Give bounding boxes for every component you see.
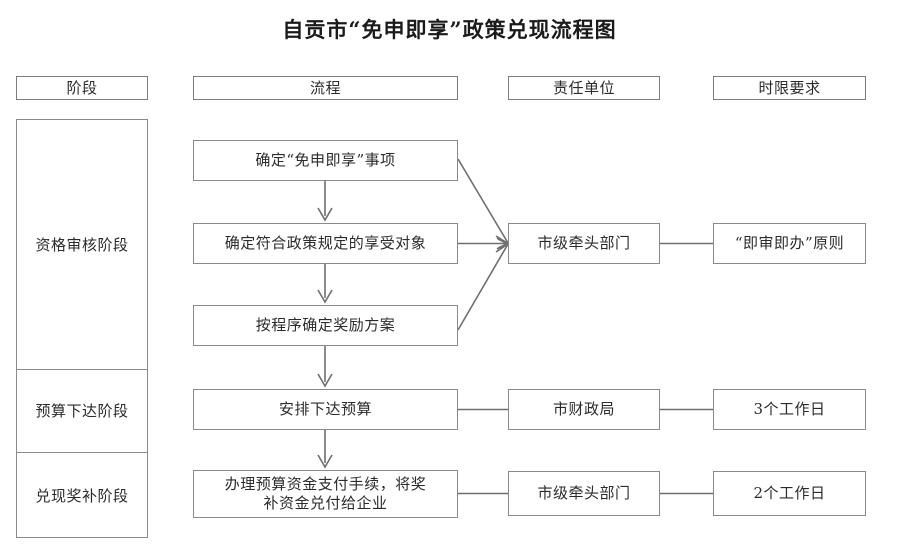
responsible-unit-box-city-lead-dept-1[interactable]: 市级牵头部门 bbox=[508, 223, 660, 264]
converge-p3-to-r1 bbox=[457, 238, 510, 331]
stage-label-budget: 预算下达阶段 bbox=[35, 402, 129, 420]
responsible-unit-label-city-lead-dept-1: 市级牵头部门 bbox=[537, 234, 631, 253]
responsible-unit-box-city-lead-dept-2[interactable]: 市级牵头部门 bbox=[508, 471, 660, 516]
converge-p1-to-r1 bbox=[457, 158, 510, 249]
process-box-identify-recipients-label: 确定符合政策规定的享受对象 bbox=[224, 234, 427, 253]
column-header-time-requirement: 时限要求 bbox=[713, 76, 866, 100]
time-requirement-label-3-days: 3个工作日 bbox=[753, 400, 826, 419]
stage-cell-payout: 兑现奖补阶段 bbox=[17, 452, 147, 539]
arrow-p1-to-p2 bbox=[317, 181, 333, 222]
process-box-disburse-funds-line1: 办理预算资金支付手续，将奖 bbox=[224, 475, 427, 494]
process-box-disburse-funds-line2: 补资金兑付给企业 bbox=[263, 494, 388, 512]
time-requirement-box-2-days[interactable]: 2个工作日 bbox=[713, 471, 866, 516]
time-requirement-label-immediate-principle: “即审即办”原则 bbox=[734, 234, 845, 253]
stage-divider-1 bbox=[17, 369, 147, 370]
process-box-award-plan-label: 按程序确定奖励方案 bbox=[255, 316, 396, 335]
responsible-unit-box-finance-bureau[interactable]: 市财政局 bbox=[508, 389, 660, 430]
process-box-arrange-budget-label: 安排下达预算 bbox=[278, 400, 372, 419]
process-box-identify-items-label: 确定“免申即享”事项 bbox=[255, 151, 396, 170]
stage-label-payout: 兑现奖补阶段 bbox=[35, 487, 129, 505]
process-box-arrange-budget[interactable]: 安排下达预算 bbox=[193, 389, 458, 430]
stage-column: 资格审核阶段 预算下达阶段 兑现奖补阶段 bbox=[16, 119, 148, 538]
stage-cell-qualification: 资格审核阶段 bbox=[17, 120, 147, 369]
time-requirement-label-2-days: 2个工作日 bbox=[753, 484, 826, 503]
converge-p2-to-r1 bbox=[458, 237, 510, 250]
column-header-process-label: 流程 bbox=[309, 78, 341, 97]
responsible-unit-label-city-lead-dept-2: 市级牵头部门 bbox=[537, 484, 631, 503]
column-header-responsible-unit-label: 责任单位 bbox=[552, 78, 615, 97]
column-header-stage-label: 阶段 bbox=[66, 78, 98, 97]
process-box-identify-items[interactable]: 确定“免申即享”事项 bbox=[193, 140, 458, 181]
process-box-award-plan[interactable]: 按程序确定奖励方案 bbox=[193, 305, 458, 346]
arrow-p3-to-p4 bbox=[317, 346, 333, 388]
time-requirement-box-immediate-principle[interactable]: “即审即办”原则 bbox=[713, 223, 866, 264]
process-box-identify-recipients[interactable]: 确定符合政策规定的享受对象 bbox=[193, 223, 458, 264]
column-header-process: 流程 bbox=[193, 76, 458, 100]
arrow-p2-to-p3 bbox=[317, 264, 333, 304]
stage-divider-2 bbox=[17, 452, 147, 453]
page-title: 自贡市“免申即享”政策兑现流程图 bbox=[282, 17, 617, 42]
time-requirement-box-3-days[interactable]: 3个工作日 bbox=[713, 389, 866, 430]
stage-cell-budget: 预算下达阶段 bbox=[17, 369, 147, 452]
stage-label-qualification: 资格审核阶段 bbox=[35, 236, 129, 254]
column-header-stage: 阶段 bbox=[16, 76, 148, 100]
responsible-unit-label-finance-bureau: 市财政局 bbox=[552, 400, 615, 419]
process-box-disburse-funds[interactable]: 办理预算资金支付手续，将奖 补资金兑付给企业 bbox=[193, 470, 458, 518]
column-header-responsible-unit: 责任单位 bbox=[508, 76, 660, 100]
arrow-p4-to-p5 bbox=[317, 430, 333, 469]
column-header-time-requirement-label: 时限要求 bbox=[758, 78, 821, 97]
